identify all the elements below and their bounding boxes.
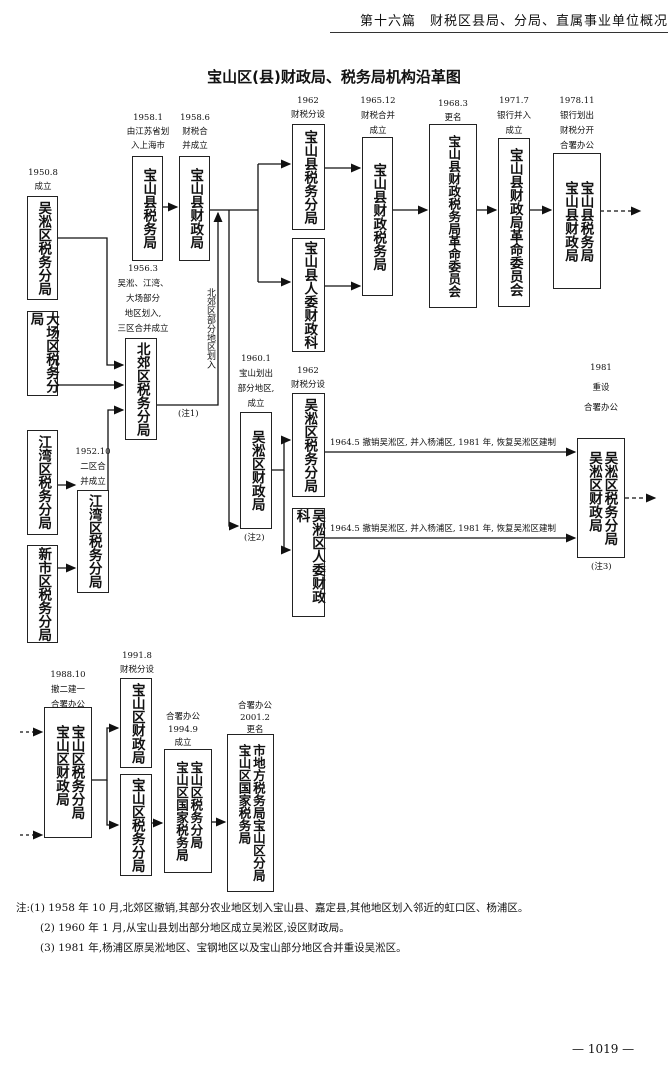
box-baoshan-district-finance: 宝山区财政局 xyxy=(120,678,152,768)
box-baoshan-district-2001: 市地方税务局宝山区分局 宝山区国家税务局 xyxy=(227,734,274,892)
footnote-1: 注:(1) 1958 年 10 月,北郊区撤销,其部分农业地区划入宝山县、嘉定县… xyxy=(16,902,529,914)
label-1971: 1971.7 银行并入 成立 xyxy=(496,96,532,136)
label-1960: 1960.1 宝山划出 部分地区, 成立 xyxy=(237,354,275,409)
label-1958-1: 1958.1 由江苏省划 入上海市 xyxy=(126,113,170,151)
label-beijiao-transfer: 北郊区部分地区划入 xyxy=(205,288,215,369)
footnote-3: (3) 1981 年,杨浦区原吴淞地区、宝钢地区以及宝山部分地区合并重设吴淞区。 xyxy=(40,942,407,954)
box-jiangwan-tax-branch-left: 江湾区税务分局 xyxy=(27,430,58,535)
box-baoshan-1978: 宝山县税务局 宝山县财政局 xyxy=(553,153,601,289)
label-1952: 1952.10 二区合 并成立 xyxy=(75,447,111,487)
box-baoshan-county-tax-branch: 宝山县税务分局 xyxy=(292,124,325,230)
box-wusong-finance-1960: 吴淞区财政局 xyxy=(240,412,272,529)
edge-label-wusong-finance: 1964.5 撤销吴淞区, 并入杨浦区, 1981 年, 恢复吴淞区建制 xyxy=(330,524,556,534)
box-dachang-tax-branch: 大场区税务分局 xyxy=(27,311,59,396)
label-1968: 1968.3 更名 xyxy=(438,99,468,123)
box-baoshan-revcom-1968: 宝山县财政税务局革命委员会 xyxy=(429,124,477,308)
box-baoshan-county-finance-1958: 宝山县财政局 xyxy=(179,156,210,261)
box-wusong-renwei-finance: 吴淞区人委财政科 xyxy=(292,508,325,617)
note-ref-1: (注1) xyxy=(178,409,199,419)
box-baoshan-district-tax-branch: 宝山区税务分局 xyxy=(120,774,152,876)
diagram-title: 宝山区(县)财政局、税务局机构沿革图 xyxy=(207,68,461,86)
box-baoshan-revcom-1971: 宝山县财政局革命委员会 xyxy=(498,138,530,307)
label-1965: 1965.12 财税合并 成立 xyxy=(360,96,396,136)
edge-label-wusong-tax: 1964.5 撤销吴淞区, 并入杨浦区, 1981 年, 恢复吴淞区建制 xyxy=(330,438,556,448)
label-1981: 1981 重设 合署办公 xyxy=(583,363,619,413)
box-xinshi-tax-branch: 新市区税务分局 xyxy=(27,545,58,643)
footnote-2: (2) 1960 年 1 月,从宝山县划出部分地区成立吴淞区,设区财政局。 xyxy=(40,922,350,934)
box-baoshan-finance-tax-1965: 宝山县财政税务局 xyxy=(362,137,393,296)
label-1962-county: 1962 财税分设 xyxy=(290,96,326,120)
box-wusong-tax-branch: 吴淞区税务分局 xyxy=(27,196,58,300)
label-1978: 1978.11 银行划出 财税分开 合署办公 xyxy=(559,96,595,151)
label-1950: 1950.8 成立 xyxy=(28,168,58,192)
box-baoshan-renwei-finance: 宝山县人委财政科 xyxy=(292,238,325,352)
label-1958-6: 1958.6 财税合 并成立 xyxy=(180,113,210,151)
box-beijiao-tax-branch: 北郊区税务分局 xyxy=(125,338,157,440)
page-number: — 1019 — xyxy=(572,1042,635,1056)
box-baoshan-district-1994: 宝山区税务分局 宝山区国家税务局 xyxy=(164,749,212,873)
box-baoshan-county-tax-bureau: 宝山县税务局 xyxy=(132,156,163,261)
box-baoshan-district-1988: 宝山区税务分局 宝山区财政局 xyxy=(44,707,92,838)
note-ref-3: (注3) xyxy=(591,562,612,572)
label-2001: 合署办公 2001.2 更名 xyxy=(237,701,273,735)
running-header: 第十六篇 财税区县局、分局、直属事业单位概况 xyxy=(360,14,668,29)
box-wusong-tax-branch-1962: 吴淞区税务分局 xyxy=(292,393,325,497)
box-jiangwan-tax-branch: 江湾区税务分局 xyxy=(77,490,109,593)
label-1956: 1956.3 吴淞、江湾、 大场部分 地区划入, 三区合并成立 xyxy=(117,264,169,334)
box-wusong-1981: 吴淞区税务分局 吴淞区财政局 xyxy=(577,438,625,558)
label-1994: 合署办公 1994.9 成立 xyxy=(165,712,201,748)
label-1962-wusong: 1962 财税分设 xyxy=(290,366,326,390)
label-1991: 1991.8 财税分设 xyxy=(119,651,155,675)
header-rule xyxy=(330,32,668,33)
label-1988: 1988.10 撤二建一 合署办公 xyxy=(50,670,86,710)
note-ref-2: (注2) xyxy=(244,533,265,543)
